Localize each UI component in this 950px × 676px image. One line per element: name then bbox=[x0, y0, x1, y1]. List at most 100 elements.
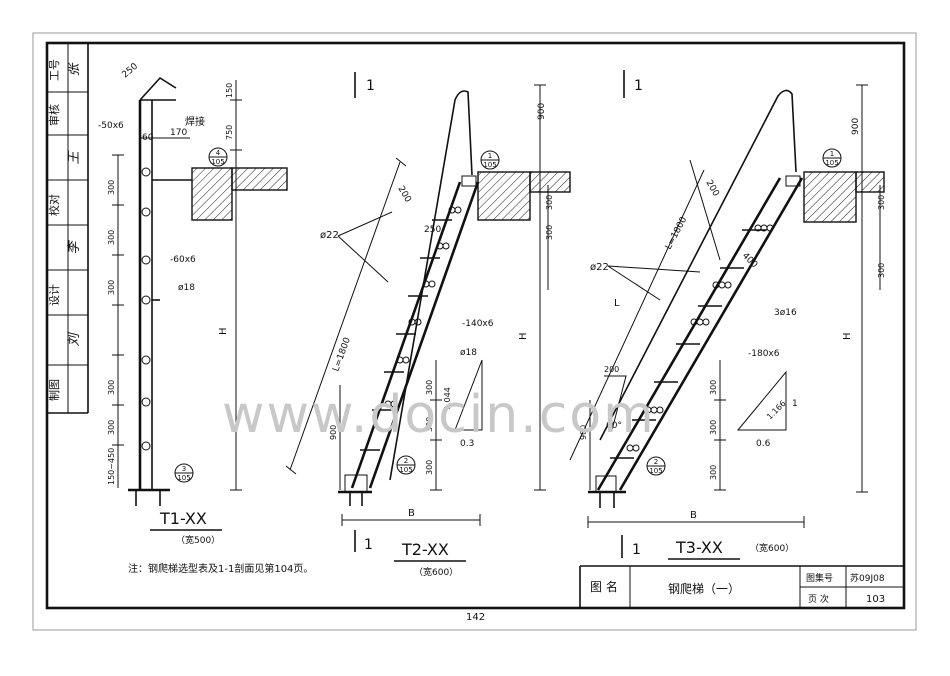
dim-label: 300 bbox=[877, 263, 886, 278]
page-number: 142 bbox=[466, 612, 485, 623]
length-label: L=1800 bbox=[331, 336, 353, 373]
view-title: T2-XX bbox=[401, 540, 449, 559]
drawing-name: 钢爬梯（一） bbox=[668, 582, 740, 596]
dim-label: 60 bbox=[142, 133, 154, 143]
side-row-label: 工号 bbox=[48, 59, 61, 81]
dim-label: 170 bbox=[170, 128, 187, 138]
dim-label: 300 bbox=[107, 420, 116, 435]
signature: 王 bbox=[67, 150, 82, 165]
side-row-label: 制图 bbox=[48, 379, 61, 401]
detail-number: 2 bbox=[654, 458, 658, 466]
signature: 李 bbox=[67, 240, 82, 255]
bar-label: -60x6 bbox=[170, 255, 196, 265]
side-row-label: 设计 bbox=[48, 284, 61, 306]
dim-label: 200 bbox=[395, 185, 412, 205]
height-label: H bbox=[218, 327, 229, 335]
section-mark: 1 bbox=[634, 78, 643, 94]
detail-page: 105 bbox=[211, 158, 224, 166]
flat-label: -180x6 bbox=[748, 349, 780, 359]
flat-label: -140x6 bbox=[462, 319, 494, 329]
detail-page: 105 bbox=[649, 467, 662, 475]
signature: 张 bbox=[67, 62, 82, 77]
outer-frame bbox=[32, 32, 917, 631]
view-subtitle: （宽600） bbox=[750, 542, 794, 554]
section-mark: 1 bbox=[632, 542, 641, 558]
width-label: B bbox=[408, 508, 415, 519]
rod-label: ø22 bbox=[320, 230, 339, 241]
dim-label: 300 bbox=[107, 180, 116, 195]
dim-label: 300 bbox=[545, 195, 554, 210]
atlas-label: 图集号 bbox=[806, 572, 833, 584]
view-t3: 1 1 bbox=[569, 70, 886, 560]
ratio-label: 0.3 bbox=[460, 439, 474, 449]
rod-label: ø18 bbox=[178, 283, 195, 293]
slope-triangle bbox=[736, 370, 787, 431]
detail-number: 3 bbox=[182, 465, 186, 473]
dim-label: 300 bbox=[107, 380, 116, 395]
dim-label: 300 bbox=[709, 465, 718, 480]
dim-label: 300 bbox=[709, 420, 718, 435]
detail-page: 105 bbox=[177, 474, 190, 482]
width-label: B bbox=[690, 510, 697, 521]
atlas-number: 苏09J08 bbox=[850, 572, 885, 584]
view-subtitle: （宽500） bbox=[176, 534, 220, 546]
ratio-label: 1.166 bbox=[765, 399, 788, 422]
dim-label: 300 bbox=[107, 230, 116, 245]
title-block: 图 名 钢爬梯（一） 图集号 苏09J08 页 次 103 bbox=[579, 565, 904, 608]
side-column: 工号 审核 校对 设计 制图 张 王 李 刘 bbox=[47, 43, 89, 414]
view-title: T3-XX bbox=[675, 538, 723, 557]
signature: 刘 bbox=[67, 332, 82, 347]
slope-triangle bbox=[454, 359, 483, 431]
watermark: www.docin.com bbox=[222, 385, 656, 445]
detail-number: 1 bbox=[488, 152, 492, 160]
view-title: T1-XX bbox=[159, 509, 207, 528]
section-mark: 1 bbox=[366, 78, 375, 94]
dim-label: 300 bbox=[107, 280, 116, 295]
title-label: 图 名 bbox=[590, 579, 618, 594]
dim-label: 200 bbox=[604, 365, 619, 374]
dim-label: 300 bbox=[877, 195, 886, 210]
dim-label: 900 bbox=[579, 425, 588, 440]
dim-label: 900 bbox=[537, 103, 547, 120]
wall-section bbox=[191, 167, 233, 221]
detail-number: 2 bbox=[404, 457, 408, 465]
length-label: L bbox=[614, 298, 620, 309]
flat-label: -50x6 bbox=[98, 121, 124, 131]
ratio-label: 0.6 bbox=[756, 439, 771, 449]
angle-label: 60° bbox=[606, 421, 622, 431]
dim-label: 200 bbox=[703, 179, 720, 199]
slab-section bbox=[529, 171, 571, 193]
slab-section bbox=[855, 171, 885, 193]
ratio-label: 1 bbox=[792, 399, 798, 409]
dim-label: 250 bbox=[424, 225, 441, 235]
height-label: H bbox=[518, 332, 529, 340]
dim-label: 300 bbox=[545, 225, 554, 240]
section-mark: 1 bbox=[364, 537, 373, 553]
dim-label: 150 bbox=[225, 83, 234, 98]
page-label: 页 次 bbox=[808, 593, 829, 605]
wall-section bbox=[477, 171, 531, 221]
detail-page: 105 bbox=[825, 159, 838, 167]
dim-label: 300 bbox=[425, 380, 434, 395]
detail-number: 4 bbox=[216, 149, 221, 157]
view-t2: 1 1 bbox=[285, 72, 571, 578]
ratio-label: 1.044 bbox=[443, 387, 452, 410]
dim-label: 300 bbox=[425, 417, 434, 432]
view-subtitle: （宽600） bbox=[414, 566, 458, 578]
note-text: 注：钢爬梯选型表及1-1剖面见第104页。 bbox=[128, 562, 313, 575]
dim-label: 250 bbox=[121, 61, 141, 80]
wall-section bbox=[803, 171, 857, 223]
dim-label: 750 bbox=[225, 125, 234, 140]
detail-number: 1 bbox=[830, 150, 834, 158]
length-label: L=1800 bbox=[664, 215, 690, 251]
page-number-block: 103 bbox=[866, 594, 885, 605]
rod-label: ø22 bbox=[590, 262, 609, 273]
dim-label: 900 bbox=[329, 425, 338, 440]
rod-label: ø18 bbox=[460, 348, 477, 358]
detail-page: 105 bbox=[399, 466, 412, 474]
view-t1: 250 焊接 -50x6 60 170 150 750 300 300 300 … bbox=[98, 61, 288, 546]
side-row-label: 审核 bbox=[47, 104, 61, 126]
weld-label: 焊接 bbox=[185, 115, 205, 128]
